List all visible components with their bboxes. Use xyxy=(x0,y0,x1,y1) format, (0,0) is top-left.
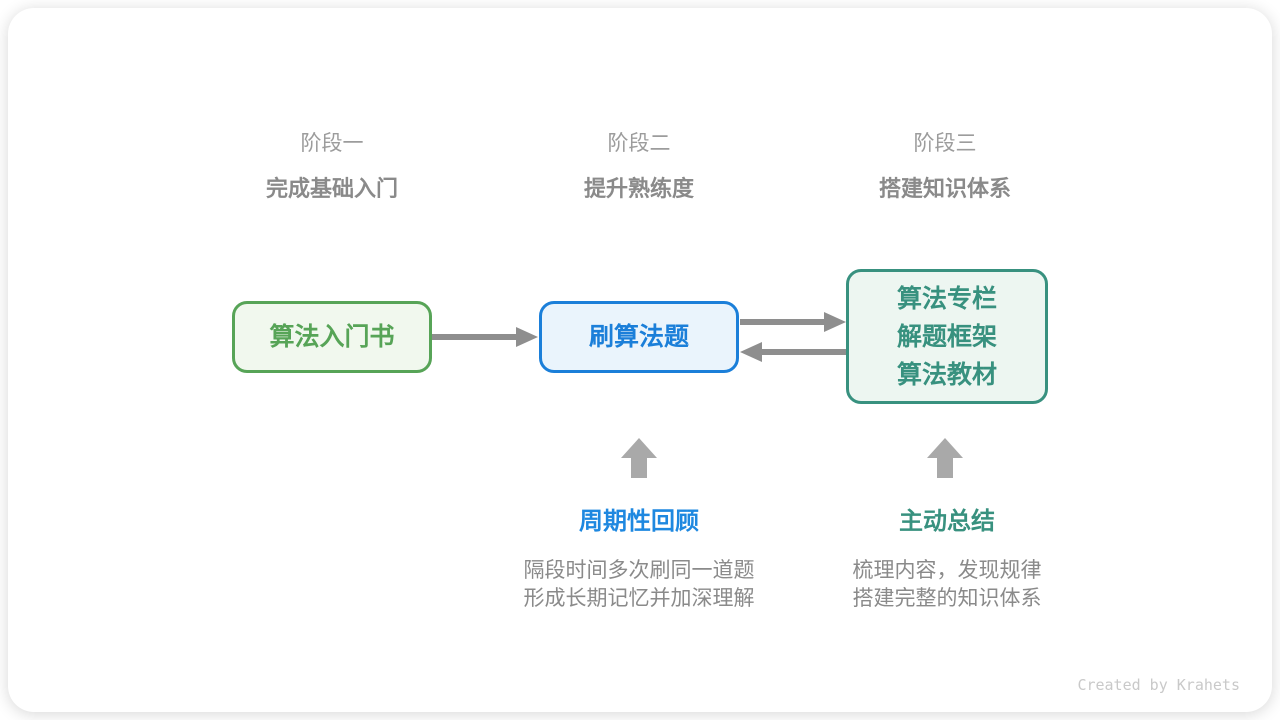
stage-header-1: 阶段一 完成基础入门 xyxy=(227,130,437,203)
annotation-description: 隔段时间多次刷同一道题 形成长期记忆并加深理解 xyxy=(469,557,809,613)
annotation-line: 搭建完整的知识体系 xyxy=(852,587,1042,610)
node-label: 解题框架 xyxy=(896,322,997,351)
node-label: 算法教材 xyxy=(896,360,997,389)
stage-subtitle: 提升熟练度 xyxy=(583,176,694,201)
up-arrow-stem xyxy=(631,458,647,478)
node-label: 算法专栏 xyxy=(896,284,997,313)
up-arrow-stem xyxy=(937,458,953,478)
annotation-title: 主动总结 xyxy=(899,508,995,535)
node-label: 刷算法题 xyxy=(588,323,689,351)
stage-label: 阶段二 xyxy=(607,132,671,155)
node-knowledge-resources: 算法专栏 解题框架 算法教材 xyxy=(846,269,1048,404)
annotation-description: 梳理内容，发现规律 搭建完整的知识体系 xyxy=(777,557,1117,613)
up-arrow-review-icon xyxy=(621,438,657,478)
annotation-line: 形成长期记忆并加深理解 xyxy=(523,587,755,610)
arrow-node1-to-node2-icon xyxy=(432,327,538,347)
node-label: 算法入门书 xyxy=(269,323,395,351)
annotation-active-summary: 主动总结 梳理内容，发现规律 搭建完整的知识体系 xyxy=(777,509,1117,613)
annotation-line: 梳理内容，发现规律 xyxy=(852,559,1042,582)
stage-subtitle: 搭建知识体系 xyxy=(878,176,1011,201)
stage-header-2: 阶段二 提升熟练度 xyxy=(534,130,744,203)
stage-header-3: 阶段三 搭建知识体系 xyxy=(840,130,1050,203)
stage-label: 阶段三 xyxy=(913,132,977,155)
up-arrow-head xyxy=(927,438,963,458)
diagram-canvas: 阶段一 完成基础入门 阶段二 提升熟练度 阶段三 搭建知识体系 算法入门书 刷算… xyxy=(8,8,1272,712)
annotation-title: 周期性回顾 xyxy=(579,508,699,535)
annotation-line: 隔段时间多次刷同一道题 xyxy=(523,559,755,582)
node-practice-problems: 刷算法题 xyxy=(539,301,739,373)
stage-label: 阶段一 xyxy=(300,132,364,155)
stage-subtitle: 完成基础入门 xyxy=(265,176,398,201)
up-arrow-summary-icon xyxy=(927,438,963,478)
arrow-node2-to-node3-icon xyxy=(740,312,846,332)
arrow-node3-to-node2-icon xyxy=(740,342,846,362)
node-intro-book: 算法入门书 xyxy=(232,301,432,373)
annotation-periodic-review: 周期性回顾 隔段时间多次刷同一道题 形成长期记忆并加深理解 xyxy=(469,509,809,613)
footer-credit: Created by Krahets xyxy=(1077,676,1240,694)
up-arrow-head xyxy=(621,438,657,458)
